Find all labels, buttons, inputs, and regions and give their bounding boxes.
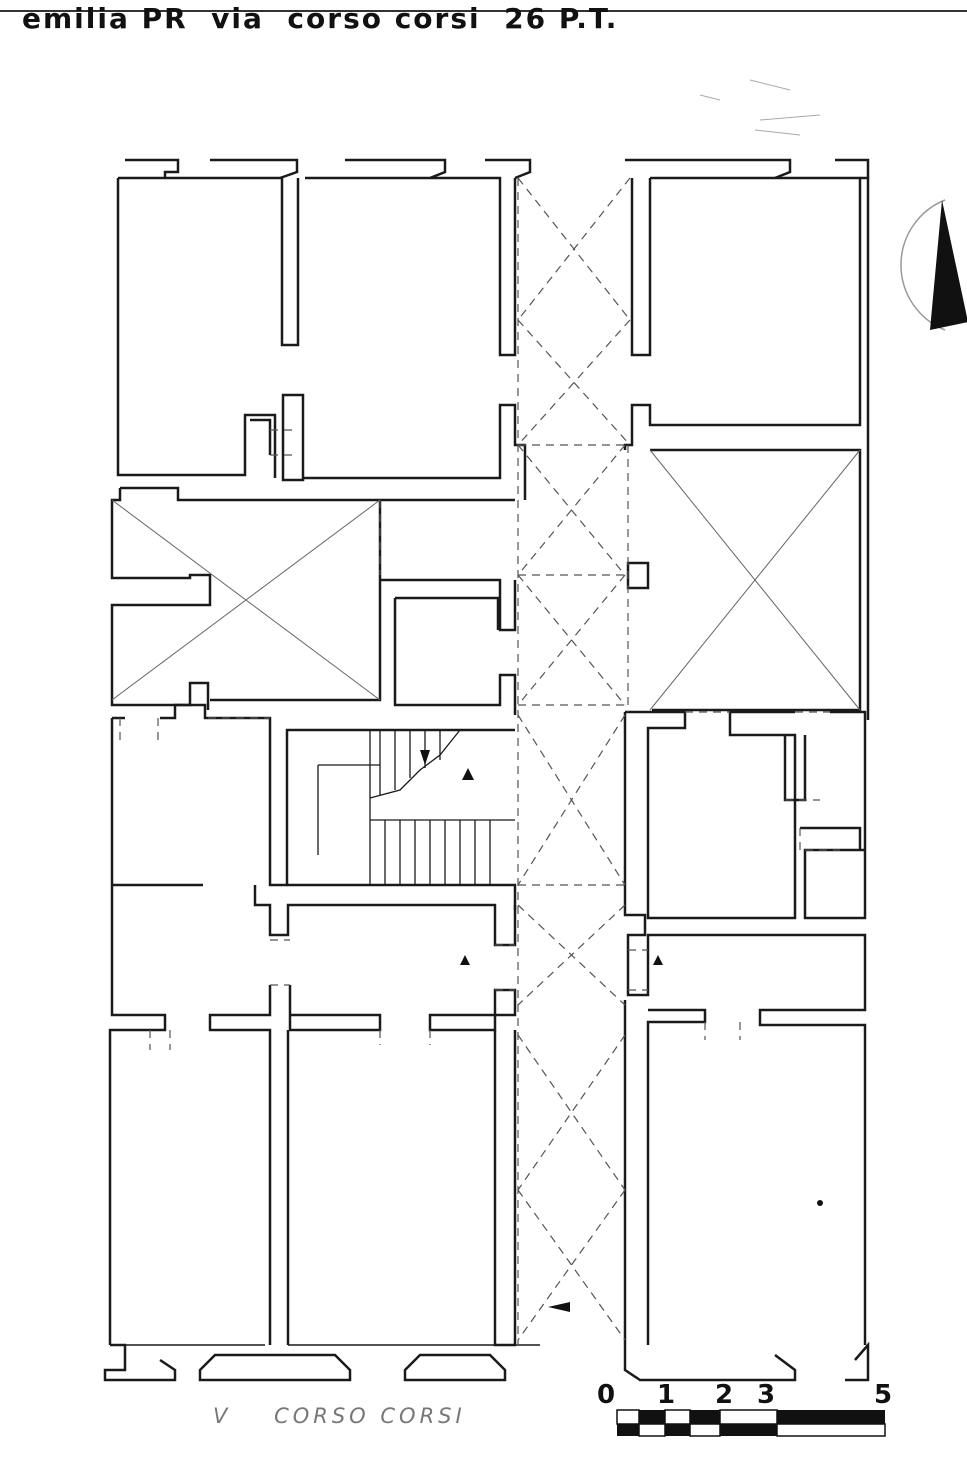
up-arrow-icon [462,768,474,780]
vault-line [517,1034,626,1341]
vault-line [517,178,629,1345]
door-swing [270,939,648,991]
room-wall [860,176,870,720]
scale-label-0: 0 [597,1380,616,1410]
facade-cap [103,1343,177,1382]
room-wall [281,393,305,482]
facade-cap [485,158,532,180]
room-wall [287,883,517,910]
room-wall [783,735,807,802]
room-wall [110,488,212,710]
room-wall [120,486,515,502]
room-wall [288,985,382,1032]
room-wall [303,403,527,500]
up-arrow-icon [653,955,663,965]
room-wall [112,703,515,887]
up-arrow-icon [420,750,430,765]
room-wall [305,176,517,357]
room-diagonal [111,499,381,701]
room-wall [623,712,867,1345]
facade-cap [835,158,870,178]
room-wall [210,500,382,702]
street-label: V CORSO CORSI [213,1404,466,1428]
room-wall [250,418,272,455]
scale-label-2: 2 [715,1380,734,1410]
facade-cap [345,158,447,180]
vault-line [517,444,626,706]
north-arrow-icon [900,199,967,331]
scale-label-5: 5 [874,1380,893,1410]
room-wall [116,178,277,478]
vault-line [270,429,381,575]
plan-title: emilia PR via corso corsi 26 P.T. [22,2,619,35]
vault-line [517,177,631,446]
ink-dot [817,1200,823,1206]
stair-treads [369,730,515,885]
facade-cap [623,1345,797,1382]
scale-bar [616,1409,886,1437]
scale-label-1: 1 [657,1380,676,1410]
entrance-arrow-icon [548,1302,570,1312]
up-arrow-icon [460,955,470,965]
vault-line [517,714,626,886]
facade-cap [125,158,180,178]
room-wall [253,885,517,947]
room-wall [118,176,300,347]
facade-cap [625,158,792,180]
room-wall [623,176,862,450]
facade-cap [210,158,299,180]
door-swing [149,1022,741,1050]
room-diagonal [649,449,861,711]
facade-cap [198,1353,352,1382]
room-wall [208,985,272,1345]
room-wall [800,826,862,850]
room-wall [646,1008,707,1345]
room-wall [395,596,500,630]
room-wall [393,598,517,715]
door-swing [119,717,270,740]
room-wall [630,178,652,357]
door-swing [785,799,840,851]
room-wall [380,578,517,632]
stair-treads [369,729,461,799]
room-wall [625,710,867,920]
room-wall [650,448,862,712]
room-wall [493,1030,517,1347]
scribble-mark [699,79,821,136]
facade-cap [403,1353,507,1382]
top-border-line [0,10,967,12]
pillar [626,561,650,590]
facade-cap [845,1341,870,1382]
room-wall [428,988,517,1032]
vault-line [517,904,626,1006]
room-wall [108,718,167,1345]
stair-rail [317,764,380,855]
scale-label-3: 3 [757,1380,776,1410]
